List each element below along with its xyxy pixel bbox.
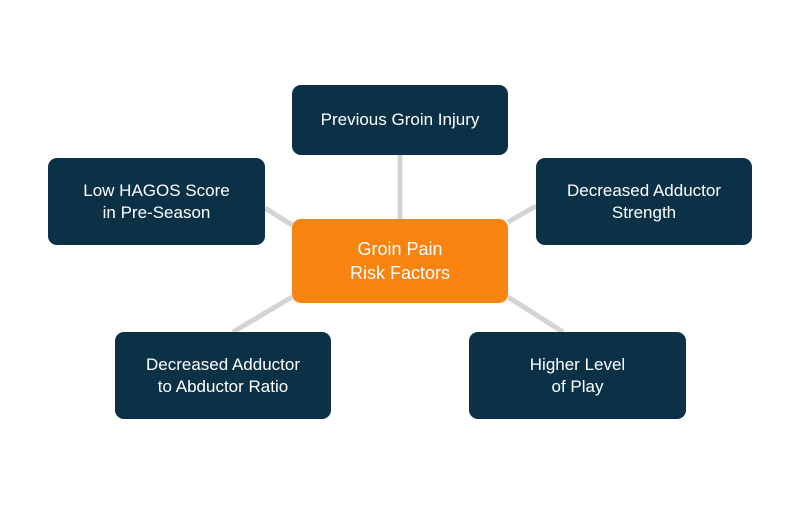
connector-left [263,205,294,228]
center-label-line: Risk Factors [349,263,450,283]
factor-higher-level-of-play: Higher Level of Play [469,332,686,419]
factor-label-line: Decreased Adductor [566,180,722,200]
factor-previous-groin-injury: Previous Groin Injury [292,85,508,155]
factor-label-line: to Abductor Ratio [157,376,289,396]
factor-adductor-abductor-ratio: Decreased Adductor to Abductor Ratio [115,332,331,419]
factor-label-line: of Play [551,376,604,396]
factor-label-line: in Pre-Season [102,202,211,222]
factor-label-line: Strength [611,202,677,222]
connector-bottom-right [506,294,565,335]
factor-label-line: Higher Level [529,354,626,374]
center-label-line: Groin Pain [357,239,443,259]
factor-decreased-adductor-strength: Decreased Adductor Strength [536,158,752,245]
connector-bottom-left [231,294,294,335]
factor-label-line: Decreased Adductor [145,354,301,374]
factor-label-line: Previous Groin Injury [320,110,480,129]
center-groin-pain-risk-factors: Groin Pain Risk Factors [292,219,508,303]
factor-label-line: Low HAGOS Score [83,180,230,200]
connector-right [506,203,538,225]
factor-low-hagos-score: Low HAGOS Score in Pre-Season [48,158,265,245]
